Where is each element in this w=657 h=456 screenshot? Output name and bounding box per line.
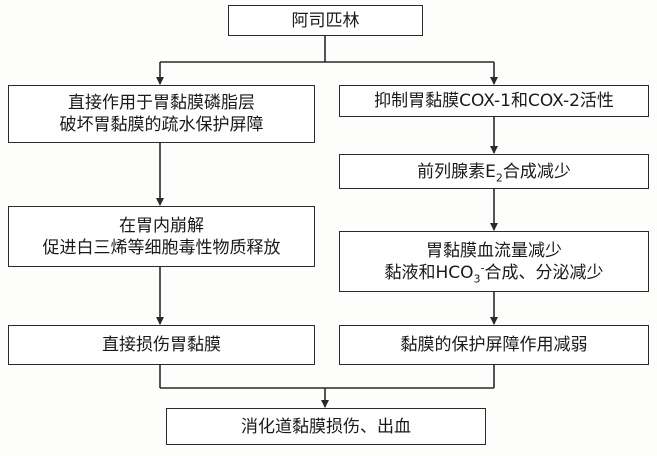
left-step1-line1: 直接作用于胃黏膜磷脂层 bbox=[68, 93, 255, 113]
left-step1-line2: 破坏胃黏膜的疏水保护屏障 bbox=[59, 115, 264, 135]
right-step2-node: 前列腺素E2合成减少 bbox=[339, 154, 649, 189]
right-step3-line2-pre: 黏液和HCO bbox=[384, 262, 474, 283]
right-step1-node: 抑制胃黏膜COX-1和COX-2活性 bbox=[339, 85, 649, 117]
right-step4-label: 黏膜的保护屏障作用减弱 bbox=[400, 335, 588, 355]
right-step3-node: 胃黏膜血流量减少 黏液和HCO3-合成、分泌减少 bbox=[339, 231, 649, 292]
right-step3-line2-sup: - bbox=[480, 260, 485, 274]
right-step1-label: 抑制胃黏膜COX-1和COX-2活性 bbox=[374, 91, 614, 111]
right-step3-line2: 黏液和HCO3-合成、分泌减少 bbox=[384, 262, 603, 284]
aspirin-label: 阿司匹林 bbox=[291, 10, 360, 31]
right-step2-sub: 2 bbox=[495, 170, 503, 184]
right-step4-node: 黏膜的保护屏障作用减弱 bbox=[339, 325, 649, 365]
left-step1-node: 直接作用于胃黏膜磷脂层 破坏胃黏膜的疏水保护屏障 bbox=[8, 85, 315, 143]
right-step3-line2-sub: 3 bbox=[473, 271, 481, 285]
outcome-node: 消化道黏膜损伤、出血 bbox=[166, 408, 486, 445]
left-step3-node: 直接损伤胃黏膜 bbox=[8, 325, 315, 365]
left-step2-line2: 促进白三烯等细胞毒性物质释放 bbox=[42, 237, 281, 258]
left-step3-label: 直接损伤胃黏膜 bbox=[102, 335, 221, 355]
left-step2-line1: 在胃内崩解 bbox=[119, 215, 204, 236]
right-step2-label: 前列腺素E2合成减少 bbox=[417, 161, 571, 183]
outcome-label: 消化道黏膜损伤、出血 bbox=[241, 416, 411, 437]
right-step2-pre: 前列腺素E bbox=[417, 161, 496, 182]
right-step2-post: 合成减少 bbox=[502, 161, 571, 182]
right-step3-line1: 胃黏膜血流量减少 bbox=[426, 240, 562, 261]
aspirin-node: 阿司匹林 bbox=[228, 5, 423, 36]
left-step2-node: 在胃内崩解 促进白三烯等细胞毒性物质释放 bbox=[8, 206, 315, 267]
right-step3-line2-post: 合成、分泌减少 bbox=[484, 262, 604, 283]
